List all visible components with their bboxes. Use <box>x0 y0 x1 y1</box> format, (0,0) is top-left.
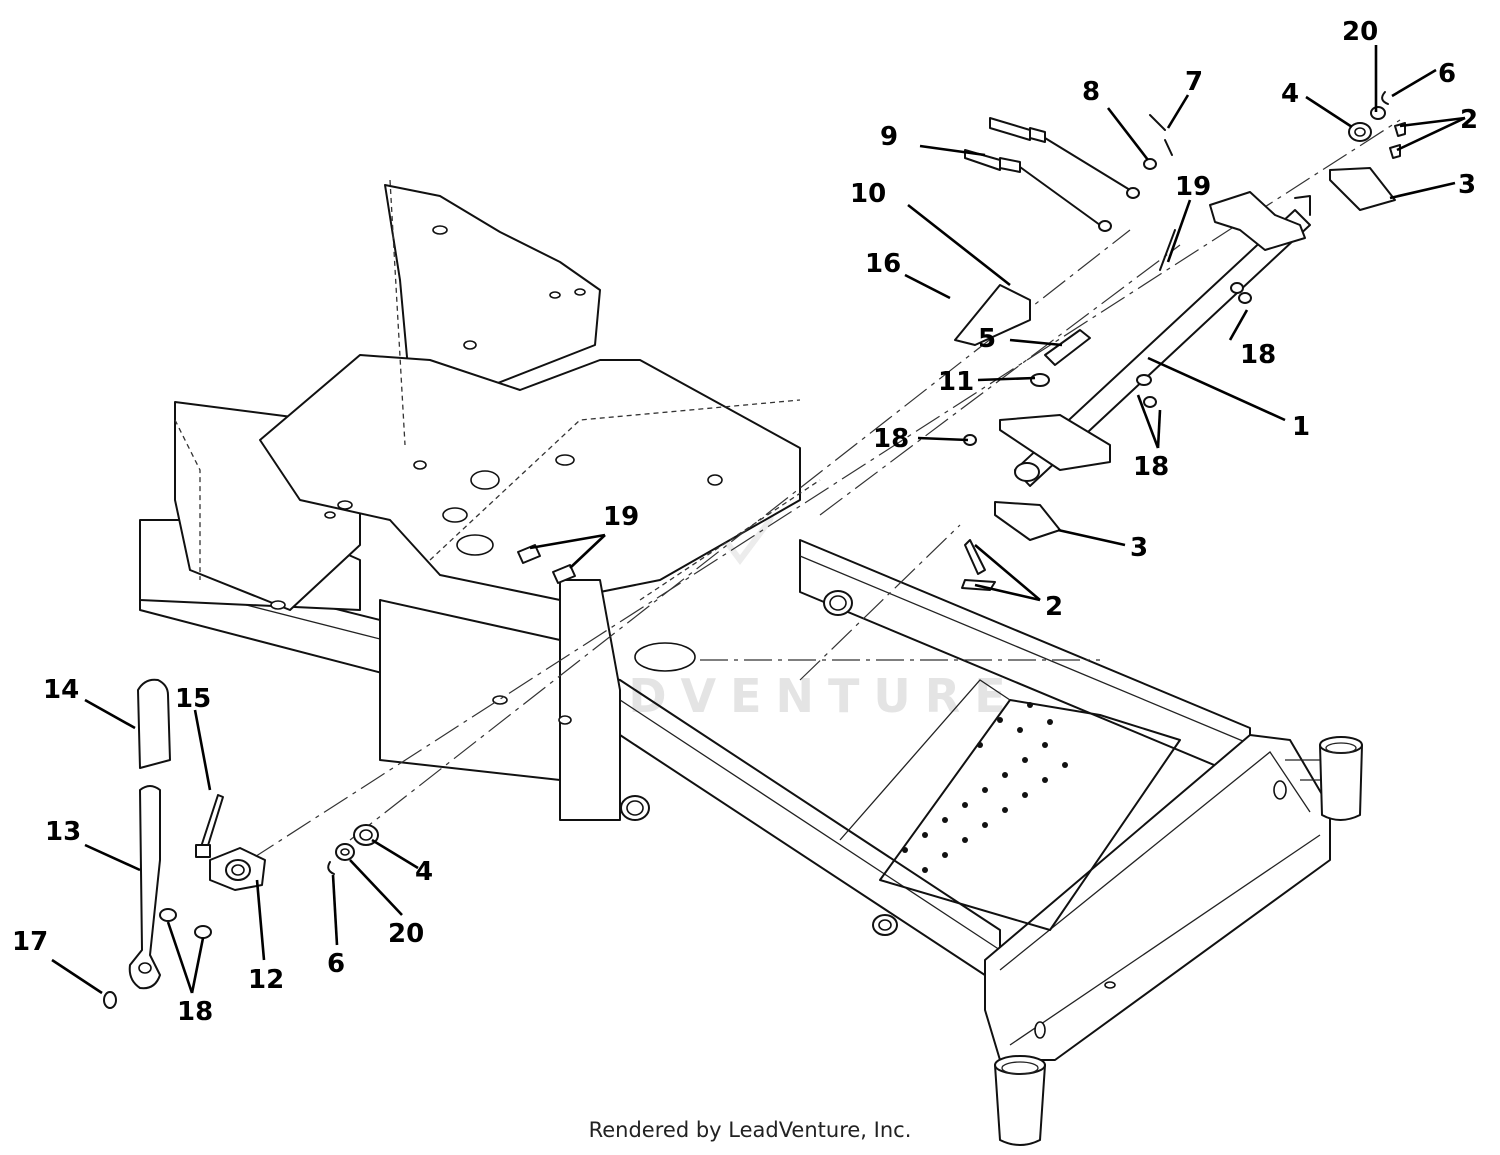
callout-15: 15 <box>175 684 211 714</box>
callout-2-top: 2 <box>1460 105 1478 135</box>
mower-frame <box>139 179 1363 1146</box>
leader-lines <box>51 45 1466 995</box>
left-hardware <box>103 678 379 1009</box>
callout-8: 8 <box>1082 77 1100 107</box>
callout-2-mid: 2 <box>1045 592 1063 622</box>
callout-9: 9 <box>880 122 898 152</box>
control-cables <box>964 114 1173 232</box>
callout-17: 17 <box>12 927 48 957</box>
callout-20-bottom: 20 <box>388 919 424 949</box>
callout-12: 12 <box>248 965 284 995</box>
callout-7: 7 <box>1185 67 1203 97</box>
callout-13: 13 <box>45 817 81 847</box>
rendered-by-credit: Rendered by LeadVenture, Inc. <box>588 1118 912 1142</box>
callout-5: 5 <box>978 324 996 354</box>
callout-16: 16 <box>865 249 901 279</box>
callout-18-bottom: 18 <box>177 997 213 1027</box>
callout-10: 10 <box>850 179 886 209</box>
callout-4-bottom: 4 <box>415 857 433 887</box>
callout-3-mid: 3 <box>1130 533 1148 563</box>
callout-18-right: 18 <box>1240 340 1276 370</box>
callout-18-mid: 18 <box>873 424 909 454</box>
deck-perforations <box>902 702 1068 873</box>
callout-3-top: 3 <box>1458 170 1476 200</box>
callout-19-top: 19 <box>1175 172 1211 202</box>
callout-6-bottom: 6 <box>327 949 345 979</box>
callout-1: 1 <box>1292 412 1310 442</box>
callout-19-mid: 19 <box>603 502 639 532</box>
callout-6-top: 6 <box>1438 59 1456 89</box>
callout-18-lower: 18 <box>1133 452 1169 482</box>
callout-14: 14 <box>43 675 79 705</box>
pivot-shaft-assembly <box>517 167 1396 591</box>
callout-11: 11 <box>938 367 974 397</box>
callout-20-top: 20 <box>1342 17 1378 47</box>
callout-4-top: 4 <box>1281 79 1299 109</box>
right-hardware <box>1348 91 1406 159</box>
callout-labels: 20 6 4 2 3 7 8 9 19 10 16 5 18 11 1 18 1… <box>12 17 1478 1027</box>
